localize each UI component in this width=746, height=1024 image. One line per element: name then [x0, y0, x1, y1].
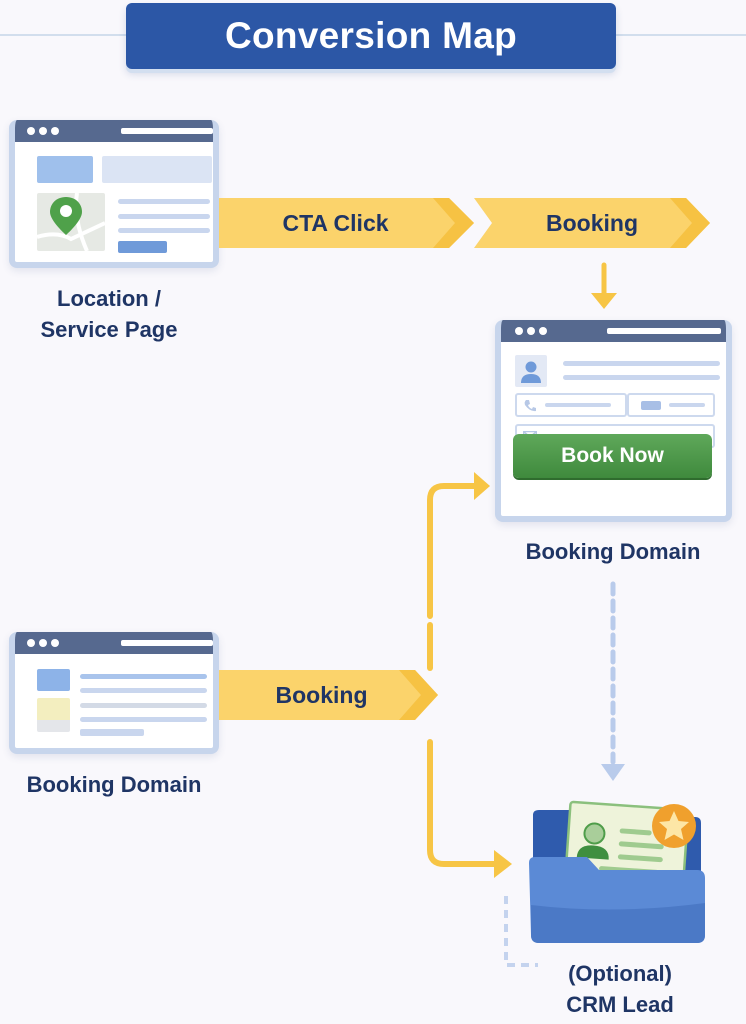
image-block [37, 698, 70, 732]
window-titlebar [15, 632, 213, 654]
window-titlebar [15, 120, 213, 142]
date-field[interactable] [627, 393, 715, 417]
phone-icon [524, 400, 536, 412]
crm-lead-label: (Optional) CRM Lead [566, 961, 674, 1017]
map-thumbnail [37, 193, 105, 251]
booking-domain-left-window [9, 632, 219, 754]
flow-booking-top: Booking [474, 198, 710, 248]
cta-block [118, 241, 167, 253]
crm-folder [529, 800, 705, 943]
arrow-down-to-booking-domain [591, 262, 617, 309]
dashed-connector-crm-label [504, 896, 538, 967]
phone-field[interactable] [515, 393, 627, 417]
flow-cta-click: CTA Click [219, 198, 474, 248]
avatar [515, 355, 547, 387]
page-title: Conversion Map [126, 3, 616, 69]
location-page-label: Location / Service Page [40, 286, 178, 342]
book-now-button[interactable]: Book Now [513, 434, 712, 478]
flow-booking-left: Booking [219, 670, 438, 720]
arrow-down-to-crm [427, 739, 512, 878]
location-page-window [9, 120, 219, 268]
dashed-arrow-to-crm [601, 581, 625, 781]
booking-domain-window: Book Now [495, 320, 732, 522]
hero-image-block [37, 156, 93, 183]
window-titlebar [501, 320, 726, 342]
user-icon [521, 361, 541, 383]
image-block [37, 669, 70, 691]
text-block [80, 729, 144, 736]
header-block [102, 156, 212, 183]
map-pin-icon [50, 197, 82, 235]
booking-domain-left-label: Booking Domain [26, 772, 202, 797]
booking-domain-top-label: Booking Domain [525, 539, 701, 564]
star-badge [652, 804, 696, 848]
star-icon [659, 811, 689, 840]
arrow-up-to-booking-domain [427, 472, 490, 671]
